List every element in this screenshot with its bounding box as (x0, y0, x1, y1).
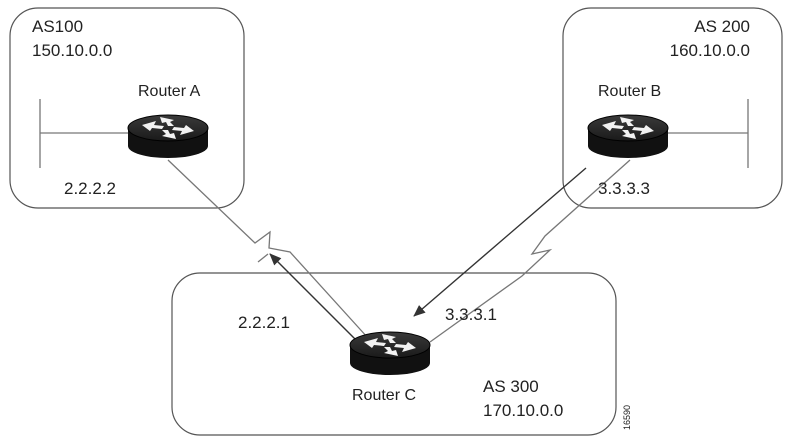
as100-box (9, 7, 245, 209)
router-b-ip: 3.3.3.3 (598, 179, 650, 198)
router-a-ip: 2.2.2.2 (64, 179, 116, 198)
lan-segment-a (39, 99, 132, 168)
as100-network: 150.10.0.0 (32, 41, 112, 60)
figure-id: 16590 (622, 405, 632, 430)
router-a-label: Router A (138, 83, 201, 100)
as200-box (562, 7, 783, 209)
update-arrow-b-to-c (413, 167, 587, 317)
as100-name: AS100 (32, 17, 83, 36)
router-c-label: Router C (352, 387, 416, 404)
router-b-icon[interactable] (587, 114, 669, 158)
router-c-ip-left: 2.2.2.1 (238, 313, 290, 332)
serial-link-b-c (429, 159, 631, 343)
link-tick (257, 253, 269, 263)
router-c-icon[interactable] (349, 331, 431, 375)
as200-name: AS 200 (694, 17, 750, 36)
serial-link-a-c (167, 159, 369, 339)
router-c-ip-right: 3.3.3.1 (445, 305, 497, 324)
as300-network: 170.10.0.0 (483, 401, 563, 420)
as200-network: 160.10.0.0 (670, 41, 750, 60)
update-arrow-c-to-a (269, 253, 367, 351)
router-b-label: Router B (598, 83, 661, 100)
as300-name: AS 300 (483, 377, 539, 396)
router-a-icon[interactable] (127, 114, 209, 158)
as300-box (171, 272, 617, 436)
